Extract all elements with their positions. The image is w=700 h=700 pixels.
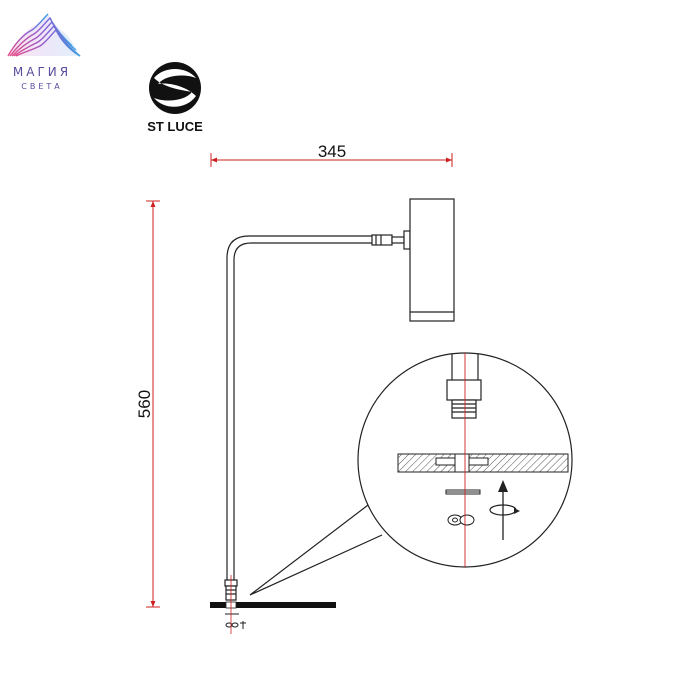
up-arrow-icon [498,480,508,540]
width-dimension [210,153,453,167]
small-fixing-parts [225,613,246,629]
lamp-head [409,198,455,322]
height-dimension [146,200,160,608]
detail-nut [447,514,475,526]
detail-washer [445,489,481,495]
height-dimension-label: 560 [135,390,154,418]
rotate-arrow-icon [489,504,520,516]
mounting-surface [210,602,336,608]
brand-word-1: МАГИЯ [13,65,71,79]
secondary-logo-text: ST LUCE [147,119,203,134]
width-dimension-label: 345 [318,142,346,161]
detail-mounting-plate [397,453,569,473]
st-luce-emblem-icon [149,62,201,114]
wave-logo-icon [7,13,81,57]
lamp-arm [226,235,372,580]
detail-pole [446,353,482,419]
arm-connector [371,230,411,250]
detail-callout-pointer [249,501,383,596]
brand-word-2: СВЕТА [21,82,63,91]
